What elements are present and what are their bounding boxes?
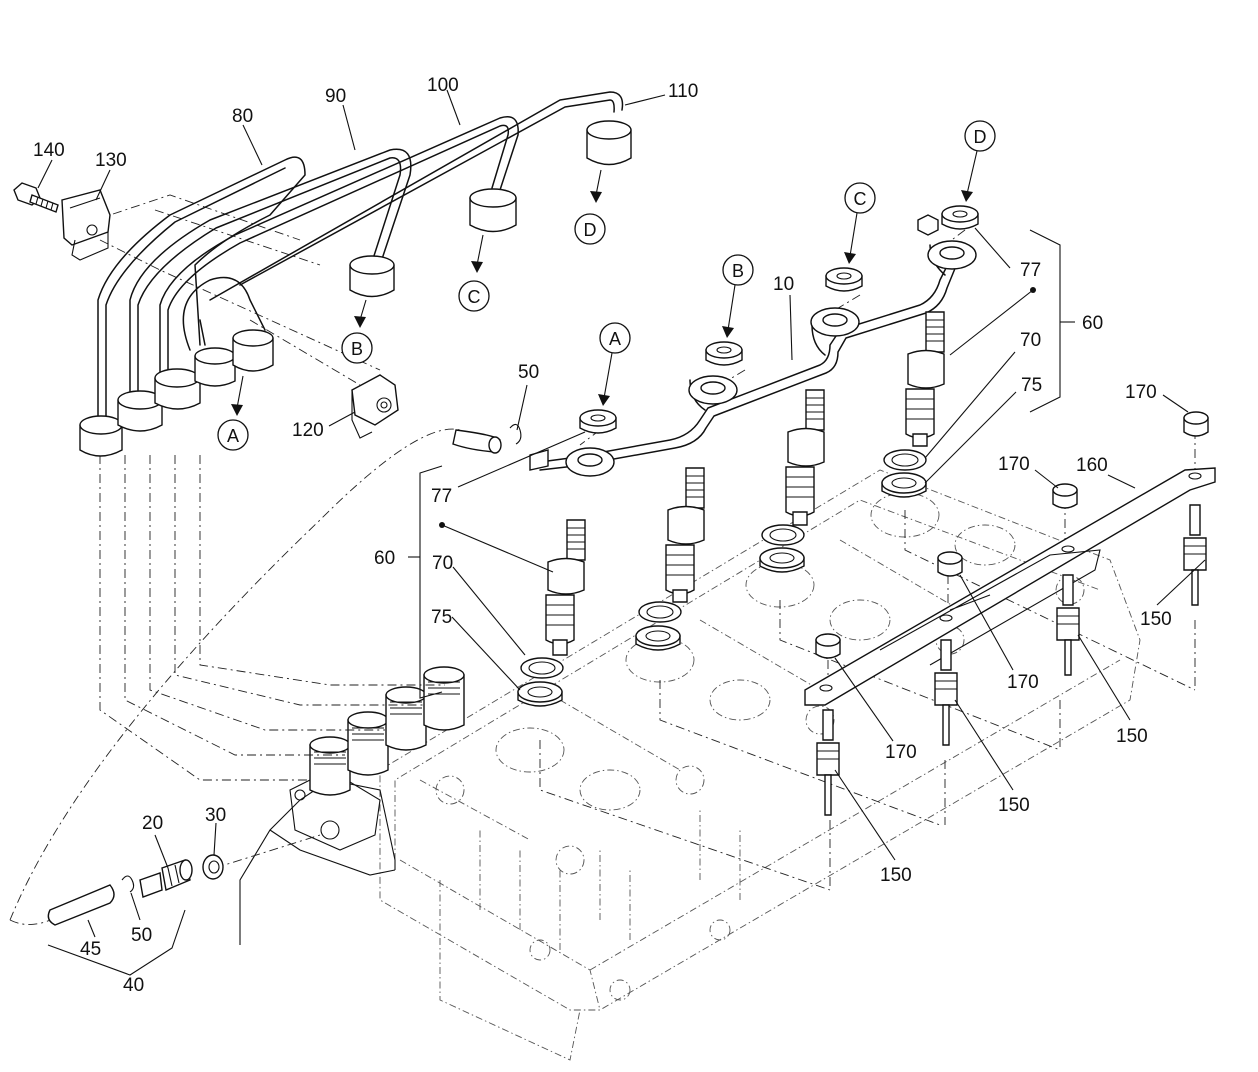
- pipe-nut-110b: [232, 329, 274, 372]
- bus-bar-160: [804, 467, 1216, 706]
- hose-45: [47, 884, 115, 926]
- label-20: 20: [142, 813, 163, 834]
- label-50-bottom: 50: [131, 925, 152, 946]
- ref-b-injector: B: [722, 254, 754, 338]
- leader-lines: [37, 89, 1206, 976]
- pipe-nut-110-top: [586, 120, 632, 166]
- ref-a-injector: A: [598, 322, 631, 406]
- delivery-valve-3: [385, 686, 427, 751]
- label-60-right: 60: [1082, 313, 1103, 334]
- bolt-140: [13, 182, 59, 213]
- injector-1: [545, 519, 586, 656]
- svg-text:A: A: [609, 329, 621, 349]
- svg-text:C: C: [468, 287, 481, 307]
- leak-off-pipe-10: [452, 214, 977, 477]
- delivery-valve-1: [309, 736, 351, 796]
- label-140: 140: [33, 140, 65, 161]
- injection-pipes: [97, 91, 624, 421]
- banjo-fitting-20: [139, 859, 193, 898]
- label-70-right: 70: [1020, 330, 1041, 351]
- label-150-a: 150: [1140, 609, 1172, 630]
- injection-pump-phantom: [239, 666, 465, 945]
- label-90: 90: [325, 86, 346, 107]
- label-30: 30: [205, 805, 226, 826]
- ref-c-pipe: C: [458, 234, 490, 312]
- label-170-mid: 170: [998, 454, 1030, 475]
- ref-c-injector: C: [844, 182, 876, 264]
- reference-markers: A B C D A B C: [217, 120, 996, 451]
- pipe-nut-100-top: [469, 188, 517, 233]
- label-120: 120: [292, 420, 324, 441]
- svg-text:B: B: [351, 339, 363, 359]
- label-45: 45: [80, 939, 101, 960]
- label-80: 80: [232, 106, 253, 127]
- pipe-100: [159, 116, 519, 376]
- label-70-left: 70: [432, 553, 453, 574]
- pipe-nut-110a: [194, 347, 236, 387]
- pipe-nut-90-top: [349, 255, 395, 298]
- washer-30: [202, 854, 224, 880]
- pipe-nut-90: [117, 390, 163, 432]
- injector-4: [905, 311, 945, 447]
- label-60-left: 60: [374, 548, 395, 569]
- svg-text:D: D: [974, 127, 987, 147]
- label-150-d: 150: [880, 865, 912, 886]
- label-75-left: 75: [431, 607, 452, 628]
- label-10: 10: [773, 274, 794, 295]
- pipe-90: [129, 148, 412, 396]
- label-100: 100: [427, 75, 459, 96]
- nuts-77: [579, 205, 979, 434]
- label-170-top: 170: [1125, 382, 1157, 403]
- pipe-110: [182, 91, 624, 351]
- injector-3: [785, 389, 825, 526]
- pipe-nuts-upper: [349, 120, 632, 298]
- svg-text:D: D: [584, 220, 597, 240]
- label-40: 40: [123, 975, 144, 996]
- injector-2: [665, 467, 705, 603]
- label-150-c: 150: [998, 795, 1030, 816]
- label-110: 110: [668, 81, 698, 102]
- label-160: 160: [1076, 455, 1108, 476]
- label-170-a: 170: [1007, 672, 1039, 693]
- svg-text:C: C: [854, 189, 867, 209]
- label-150-b: 150: [1116, 726, 1148, 747]
- label-130: 130: [95, 150, 127, 171]
- ref-a-pipe: A: [217, 375, 249, 451]
- pipe-nut-80: [79, 415, 123, 457]
- label-77-right: 77: [1020, 260, 1041, 281]
- ref-d-pipe: D: [574, 169, 606, 245]
- label-77-left: 77: [431, 486, 452, 507]
- pipe-nuts-lower: [79, 329, 274, 457]
- clamp-120: [351, 374, 399, 439]
- ref-b-pipe: B: [341, 299, 373, 364]
- nuts-170: [815, 411, 1209, 659]
- clip-50: [121, 423, 522, 893]
- ref-d-injector: D: [961, 120, 996, 202]
- delivery-valve-4: [423, 666, 465, 731]
- pipe-nut-100: [154, 368, 201, 410]
- label-75-right: 75: [1021, 375, 1042, 396]
- label-170-b: 170: [885, 742, 917, 763]
- label-50-top: 50: [518, 362, 539, 383]
- glow-plugs-150: [816, 504, 1207, 816]
- svg-text:A: A: [227, 426, 239, 446]
- delivery-valve-2: [347, 711, 389, 776]
- washers-70-75: [517, 449, 927, 707]
- svg-text:B: B: [732, 261, 744, 281]
- clamp-130: [61, 189, 111, 261]
- assembly-lines: [9, 194, 1196, 925]
- part-labels: 140 130 80 90 100 110 120 50 10 77 77 60…: [33, 75, 1172, 996]
